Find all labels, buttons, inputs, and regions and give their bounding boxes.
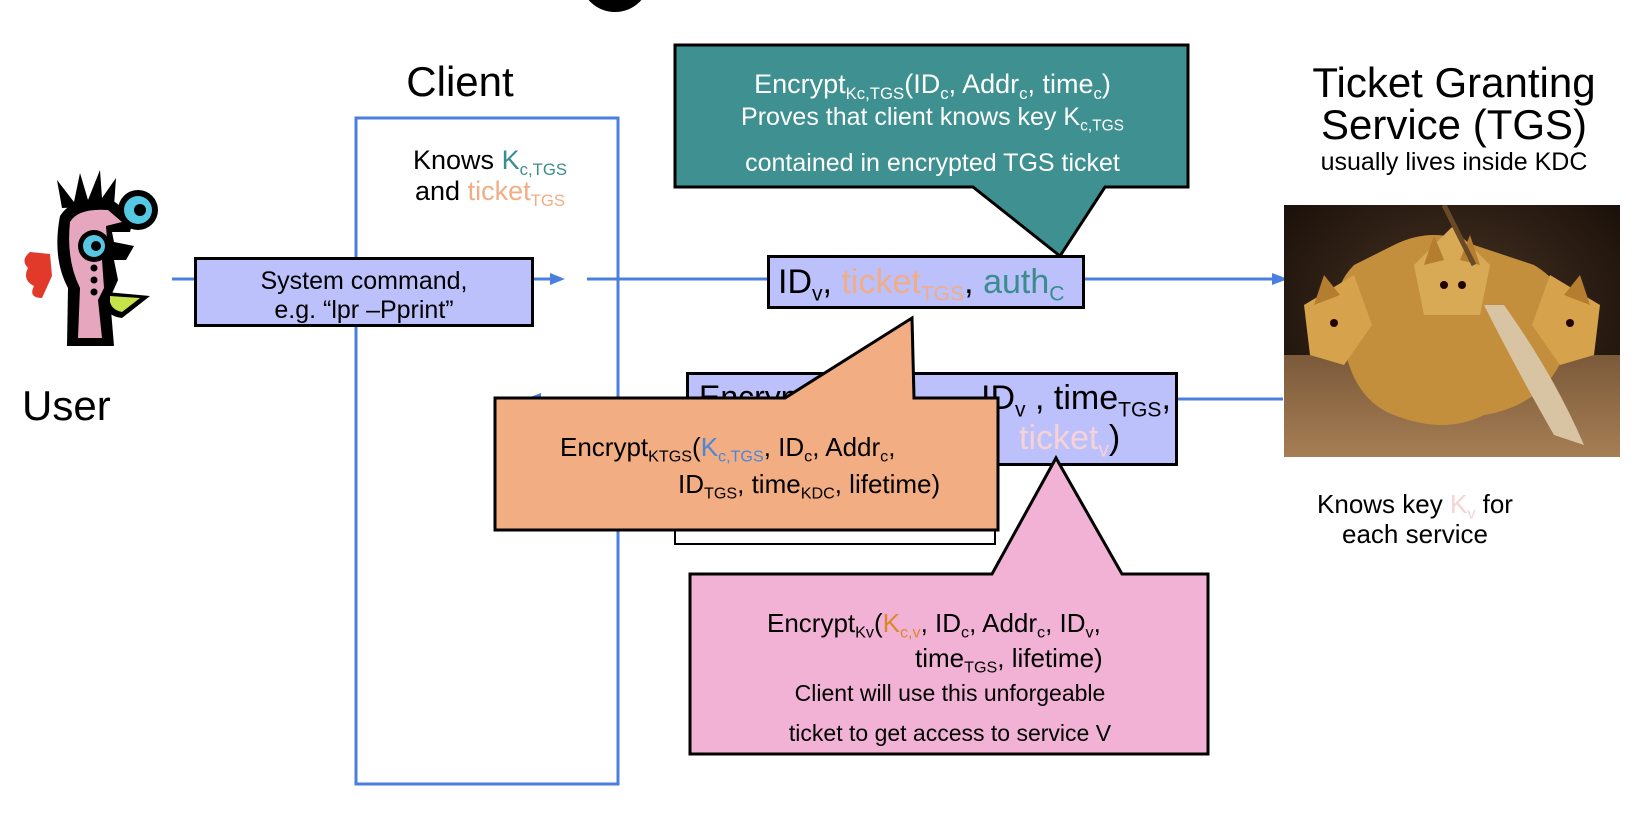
orange-callout-text: EncryptKTGS(Kc,TGS, IDc, Addrc, IDTGS, t…: [560, 432, 941, 503]
request-message-box: IDv, ticketTGS, authC: [767, 255, 1085, 309]
teal-callout-text: EncryptKc,TGS(IDc, Addrc, timec) Proves …: [741, 69, 1124, 178]
pink-callout-text: EncryptKv(Kc,v, IDc, Addrc, IDv, timeTGS…: [767, 608, 1112, 746]
request-ticket: ticket: [841, 263, 921, 301]
teal-callout: [673, 43, 1190, 259]
reply-ticket: ticket: [1019, 419, 1099, 457]
orange-callout: [493, 315, 1000, 532]
cerberus-image: [1284, 205, 1620, 457]
tgs-title: Ticket Granting Service (TGS): [1312, 59, 1596, 148]
arrow-head: [1272, 273, 1288, 285]
pink-callout: [688, 454, 1210, 756]
arrow-head: [550, 273, 565, 285]
client-knowledge: Knows Kc,TGS and ticketTGS: [413, 145, 567, 210]
user-label: User: [22, 382, 111, 429]
tgs-knowledge: Knows key Kv for each service: [1317, 489, 1513, 549]
request-auth: auth: [983, 263, 1050, 301]
user-cartoon-icon: [24, 170, 158, 346]
system-command-box: System command, e.g. “lpr –Pprint”: [194, 257, 534, 327]
command-line-1: System command,: [260, 267, 468, 295]
client-title: Client: [406, 58, 514, 105]
reply-time: time: [1053, 379, 1119, 417]
tgs-subtitle: usually lives inside KDC: [1320, 148, 1588, 176]
request-id: ID: [778, 263, 812, 301]
command-line-2: e.g. “lpr –Pprint”: [274, 295, 454, 324]
